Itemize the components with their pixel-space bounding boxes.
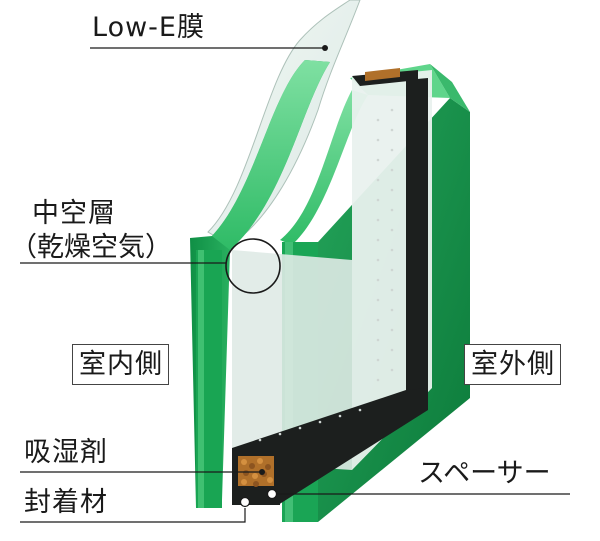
label-hollow-layer: 中空層 — [32, 200, 116, 227]
label-indoor-side: 室内側 — [72, 344, 169, 385]
label-desiccant: 吸湿剤 — [24, 439, 108, 466]
sealant-marker — [241, 498, 250, 507]
label-hollow-layer-dry-air: （乾燥空気） — [10, 234, 172, 261]
label-low-e-film: Low-E膜 — [92, 14, 205, 41]
label-outdoor-side: 室外側 — [464, 344, 561, 385]
label-sealant: 封着材 — [24, 489, 108, 516]
spacer-marker — [268, 490, 277, 499]
label-spacer: スペーサー — [418, 460, 551, 487]
